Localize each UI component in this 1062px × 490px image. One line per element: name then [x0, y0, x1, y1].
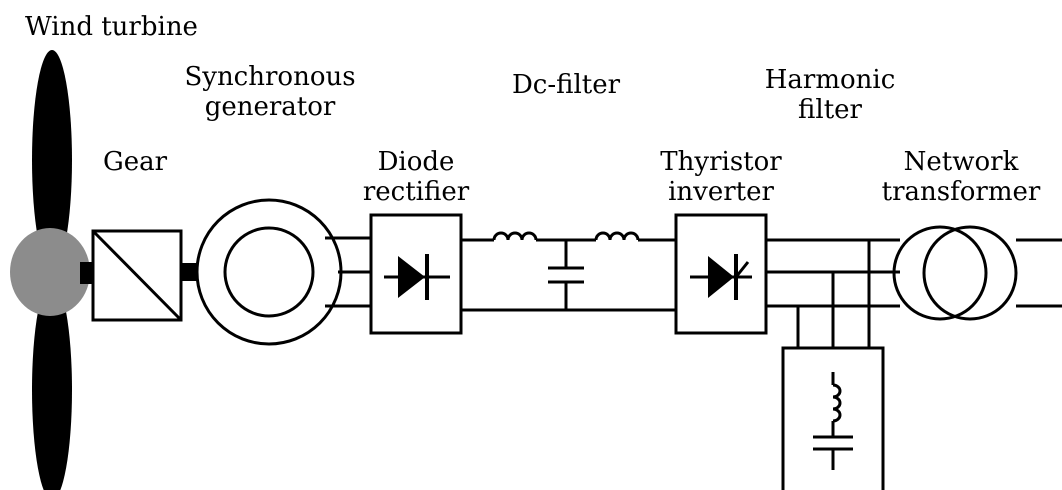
dc-filter-label: Dc-filter	[497, 70, 635, 100]
transformer-secondary-coil	[922, 225, 1018, 321]
synchronous-generator-label: Synchronous generator	[172, 62, 368, 122]
network-line-2: transformer	[881, 177, 1041, 207]
thyristor-line-1: Thyristor	[660, 147, 782, 177]
diode-symbol	[384, 254, 450, 300]
thyristor-inverter-label: Thyristor inverter	[652, 147, 790, 207]
gearbox-diagonal	[91, 229, 183, 322]
upper-blade	[32, 50, 72, 270]
dc-filter-text: Dc-filter	[511, 70, 621, 100]
low-speed-shaft	[80, 262, 94, 284]
network-transformer-label: Network transformer	[866, 147, 1056, 207]
transformer-primary-coil	[892, 225, 988, 321]
diode-rectifier-label: Diode rectifier	[352, 147, 480, 207]
sync-gen-line-1: Synchronous	[184, 62, 356, 92]
network-line-1: Network	[903, 147, 1019, 177]
wind-turbine-text: Wind turbine	[25, 12, 198, 42]
harmonic-filter-label: Harmonic filter	[755, 65, 905, 125]
lower-blade	[32, 280, 72, 490]
generator-rectifier-lines	[325, 236, 371, 308]
ac-lines	[766, 238, 900, 348]
wind-turbine-label: Wind turbine	[25, 12, 198, 42]
harmonic-filter-lc	[813, 372, 853, 470]
rotor-hub	[10, 228, 90, 316]
sync-gen-line-2: generator	[204, 92, 336, 122]
diode-line-1: Diode	[377, 147, 455, 177]
dc-link	[461, 231, 676, 312]
gear-label: Gear	[103, 147, 167, 177]
diode-line-2: rectifier	[362, 177, 470, 207]
harmonic-line-2: filter	[798, 95, 862, 125]
grid-lines	[1016, 238, 1062, 308]
thyristor-line-2: inverter	[668, 177, 774, 207]
gear-text: Gear	[103, 147, 168, 177]
generator-inner-circle	[223, 226, 315, 318]
harmonic-line-1: Harmonic	[764, 65, 896, 95]
thyristor-symbol	[690, 254, 752, 300]
